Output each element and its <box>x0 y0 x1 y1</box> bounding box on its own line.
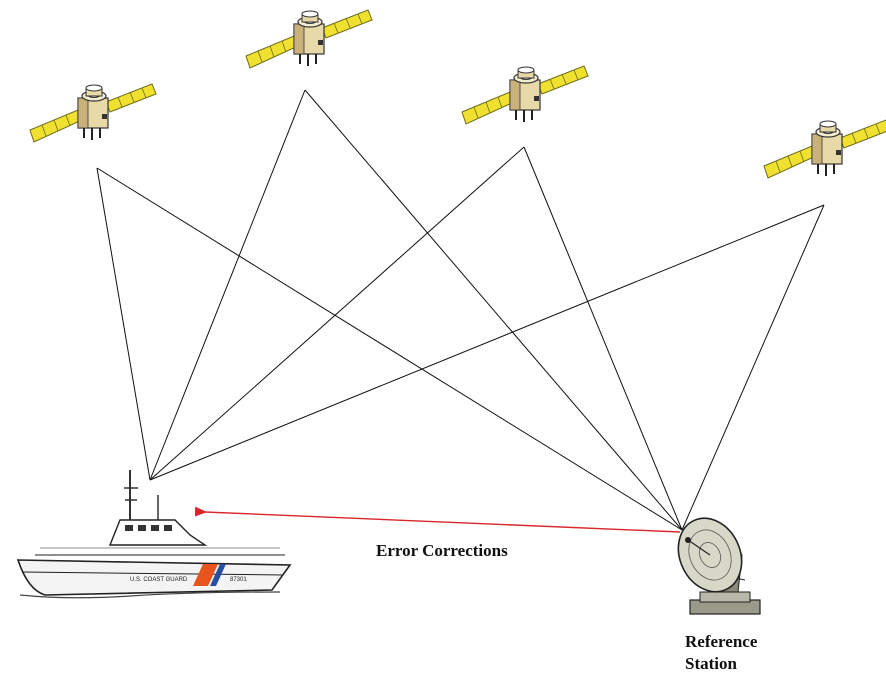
signal-line <box>523 146 683 531</box>
signal-line <box>149 89 306 481</box>
signal-line <box>304 89 683 531</box>
satellite-icon <box>245 9 373 69</box>
hull-text: U.S. COAST GUARD <box>130 577 188 583</box>
reference-station-label-line1: Reference <box>685 632 758 651</box>
error-corrections-label: Error Corrections <box>376 541 508 560</box>
signal-line <box>96 167 683 531</box>
signal-line <box>96 167 151 481</box>
hull-number: 87301 <box>230 577 247 583</box>
satellite-dish-icon <box>677 517 761 615</box>
signal-line <box>149 146 525 481</box>
satellite-icon <box>461 65 589 125</box>
reference-station-label-line2: Station <box>685 654 737 673</box>
correction-arrow <box>194 506 681 533</box>
signal-line <box>681 204 825 531</box>
satellite-icon <box>29 83 157 143</box>
signal-lines-to-station <box>96 89 825 531</box>
signal-line <box>149 204 825 481</box>
signal-lines-to-ship <box>96 89 825 481</box>
satellite-icon <box>763 119 886 179</box>
coast-guard-boat-icon: U.S. COAST GUARD 87301 <box>16 470 292 599</box>
